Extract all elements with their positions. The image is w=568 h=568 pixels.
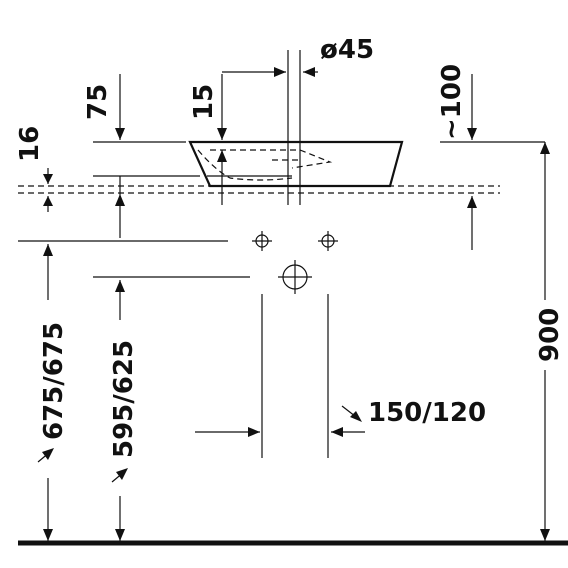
mount-height-b-label: 595/625 [109,340,139,458]
width-range-label: 150/120 [368,398,486,428]
rim-height-label: 15 [189,84,219,120]
diameter-label: ø45 [320,35,374,65]
total-height-label: 900 [535,308,565,362]
valve-right [318,231,338,251]
wall-offset-label: 16 [15,126,45,162]
edge-offset-label: ~100 [437,64,467,140]
mount-height-a-label: 675/675 [39,322,69,440]
top-height-label: 75 [83,84,113,120]
valve-left [252,231,272,251]
drain-outlet [278,260,312,294]
